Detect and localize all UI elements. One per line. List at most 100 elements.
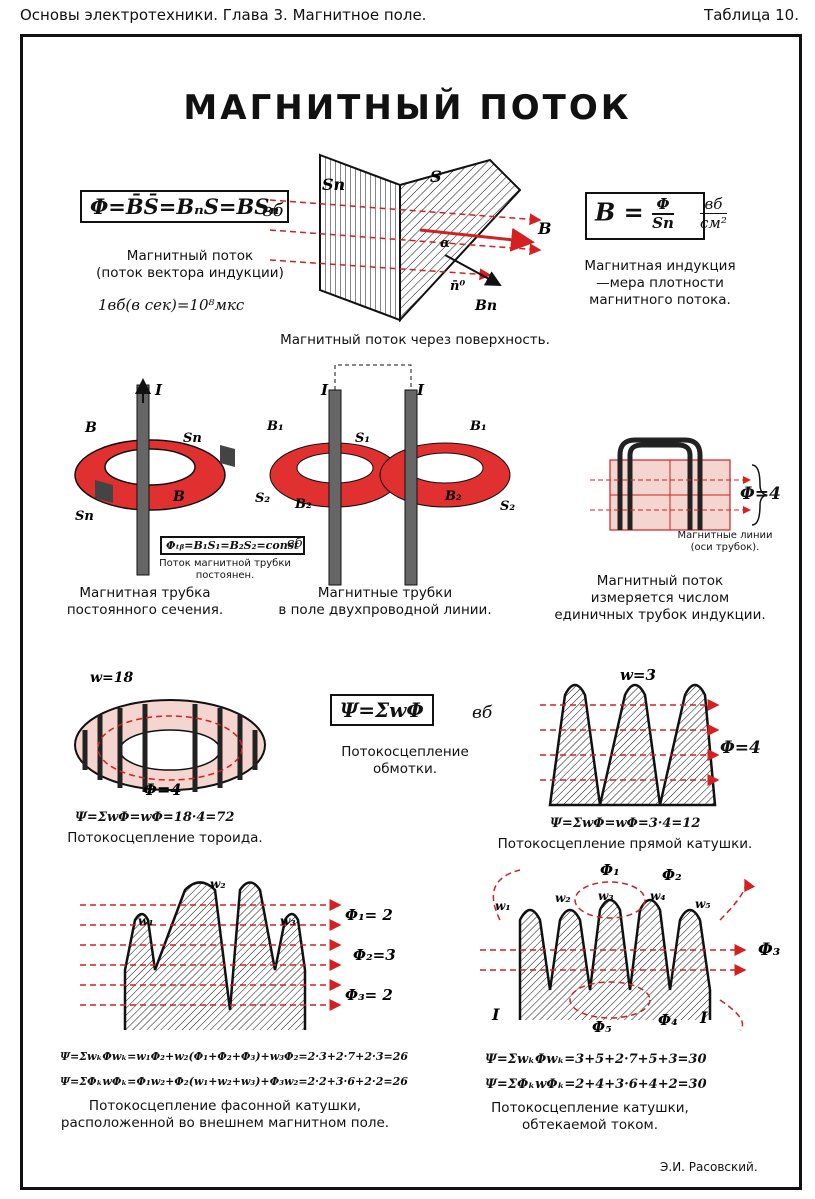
label-b1: B₁: [266, 419, 284, 434]
label-i-right: I: [699, 1008, 708, 1027]
current-coil-turns: [518, 898, 712, 1020]
label-i-left: I: [320, 381, 329, 399]
flux-unit: вб: [262, 200, 284, 221]
tube-caption-line1: Магнитная трубка: [79, 585, 211, 601]
conductor-right: [404, 389, 418, 586]
label-i-right: I: [416, 381, 425, 399]
current-coil-field-lines: [480, 869, 756, 1031]
label-b: B: [84, 420, 97, 436]
linkage-caption: Потокосцепление обмотки.: [320, 744, 490, 778]
toroid-eq: Ψ=ΣwΦ=wΦ=18·4=72: [75, 810, 235, 825]
label-w3: w₃: [598, 889, 614, 903]
induction-caption-line3: магнитного потока.: [589, 292, 731, 308]
label-w2: w₂: [555, 891, 571, 905]
induction-unit-num: вб: [700, 195, 727, 214]
label-phi2: Φ₂=3: [353, 946, 396, 964]
current-coil-caption-line2: обтекаемой током.: [521, 1117, 658, 1133]
unit-tubes-phi: Φ=4: [740, 484, 781, 504]
flux-caption: Магнитный поток (поток вектора индукции): [80, 248, 300, 282]
twowire-caption-line1: Магнитные трубки: [317, 585, 453, 601]
label-b: B: [537, 219, 552, 238]
shaped-coil-turns: [123, 881, 307, 1030]
unit-tubes-caption-line2: измеряется числом: [590, 590, 730, 606]
label-b2: B₂: [294, 497, 312, 512]
section-s-n: [95, 480, 113, 503]
twowire-diagram: I I B₁ B₂ S₂ S₁ B₁ B₂ S₂: [255, 364, 515, 586]
surface-diagram: Sn S B Bn n̄⁰ α: [269, 153, 552, 323]
label-w4: w₄: [650, 889, 666, 903]
flux-formula: Φ=B̄S̄=BₙS=BSₙ: [80, 190, 290, 223]
winding: [627, 442, 693, 530]
conductor-left: [328, 389, 342, 586]
tube-diagram: I B B Sn Sn: [74, 378, 235, 576]
label-b-2: B: [172, 489, 185, 505]
toroid-hole: [119, 729, 221, 771]
label-phi5: Φ₅: [592, 1018, 612, 1036]
unit-tubes-note: Магнитные линии (оси трубок).: [665, 530, 785, 554]
label-phi4: Φ₄: [658, 1011, 678, 1029]
induction-lhs: B =: [595, 197, 644, 227]
label-b2-right: B₂: [444, 489, 462, 504]
tube-note-line1: Поток магнитной трубки: [159, 558, 291, 569]
tube-caption: Магнитная трубка постоянного сечения.: [55, 585, 235, 619]
bn-vector: [444, 254, 502, 286]
ring-right-hole: [406, 452, 484, 484]
straight-coil-caption: Потокосцепление прямой катушки.: [497, 836, 753, 852]
shaped-coil-eq2: Ψ=ΣΦₖwΦₖ=Φ₁w₂+Φ₂(w₁+w₂+w₃)+Φ₃w₂=2·2+3·6+…: [60, 1075, 408, 1088]
shaped-coil-caption-line1: Потокосцепление фасонной катушки,: [88, 1098, 362, 1114]
brace: [751, 464, 769, 526]
label-i-left: I: [491, 1005, 500, 1024]
straight-coil-diagram: w=3: [540, 666, 720, 807]
tube-note: Поток магнитной трубки постоянен.: [150, 558, 300, 582]
tube-ring-hole: [104, 448, 196, 486]
tube-caption-line2: постоянного сечения.: [66, 602, 224, 618]
induction-caption: Магнитная индукция —мера плотности магни…: [560, 258, 760, 309]
induction-unit: вб см²: [700, 195, 727, 232]
twowire-caption: Магнитные трубки в поле двухпроводной ли…: [270, 585, 500, 619]
label-phi3: Φ₃: [758, 940, 780, 960]
surface-caption: Магнитный поток через поверхность.: [280, 332, 550, 348]
label-phi1: Φ₁: [600, 861, 620, 879]
tube-unit: вб: [287, 536, 303, 551]
label-w5: w₅: [695, 897, 711, 911]
label-w2: w₂: [210, 877, 226, 891]
b-vector: [419, 227, 535, 252]
current-coil-caption-line1: Потокосцепление катушки,: [491, 1100, 689, 1116]
toroid-phi: Φ=4: [143, 780, 181, 799]
header-right: Таблица 10.: [704, 6, 799, 24]
flux-conversion: 1вб(в сек)=10⁸мкс: [98, 296, 245, 314]
unit-tubes-diagram: [590, 437, 769, 531]
tube-note-line2: постоянен.: [195, 570, 255, 581]
linkage-unit: вб: [472, 703, 493, 723]
label-bn: Bn: [474, 298, 497, 314]
induction-caption-line2: —мера плотности: [596, 275, 724, 291]
label-w1: w₁: [138, 914, 154, 928]
label-phi2: Φ₂: [662, 866, 682, 884]
straight-coil-eq: Ψ=ΣwΦ=wΦ=3·4=12: [550, 816, 701, 831]
label-b1-right: B₁: [469, 419, 487, 434]
shaped-coil-field-lines: [80, 899, 342, 1011]
induction-unit-den: см²: [700, 214, 727, 232]
label-sn-2: Sn: [75, 509, 94, 524]
induction-den: Sn: [652, 214, 674, 232]
induction-num: Φ: [652, 196, 674, 215]
toroid-flux: [97, 715, 243, 781]
page-title: МАГНИТНЫЙ ПОТОК: [183, 88, 632, 128]
current-coil-diagram: w₁ w₂ w₃ w₄ w₅ Φ₁ Φ₂ Φ₃ Φ₄ Φ₅ I I: [480, 861, 780, 1036]
current-coil-caption: Потокосцепление катушки, обтекаемой токо…: [470, 1100, 710, 1134]
linkage-caption-line1: Потокосцепление: [341, 744, 469, 760]
author: Э.И. Расовский.: [660, 1160, 758, 1174]
label-n0: n̄⁰: [450, 279, 465, 294]
return-path: [334, 364, 412, 390]
label-s1: S₁: [355, 431, 370, 446]
label-i: I: [154, 381, 163, 399]
unit-tubes-note-line2: (оси трубок).: [690, 542, 760, 553]
induction-formula: B = Φ Sn: [585, 192, 705, 240]
linkage-formula: Ψ=ΣwΦ: [330, 694, 434, 726]
flux-caption-line1: Магнитный поток: [126, 248, 254, 264]
current-coil-eq2: Ψ=ΣΦₖwΦₖ=2+4+3·6+4+2=30: [485, 1077, 707, 1092]
unit-tubes-caption: Магнитный поток измеряется числом единич…: [540, 573, 780, 624]
toroid-windings: [82, 704, 258, 792]
linkage-caption-line2: обмотки.: [372, 761, 438, 777]
label-phi1: Φ₁= 2: [345, 906, 393, 924]
